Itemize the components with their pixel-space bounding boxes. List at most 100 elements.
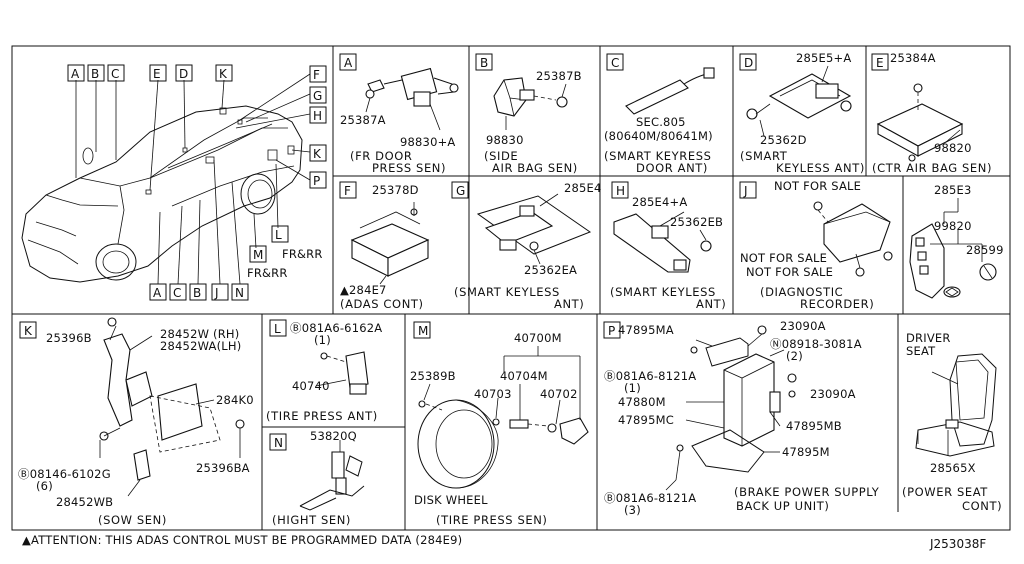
part-28452wb: 28452WB	[56, 495, 113, 509]
callout-n: N	[235, 286, 244, 300]
part-disk-wheel: DISK WHEEL	[414, 493, 488, 507]
part-47895ma: 47895MA	[618, 323, 674, 337]
callout-d: D	[179, 67, 188, 81]
callout-h: H	[313, 109, 322, 123]
panel-m-caption: (TIRE PRESS SEN)	[436, 513, 548, 527]
panel-power-seat-cont: DRIVER SEAT 28565X (POWER SEAT CONT)	[902, 331, 1002, 513]
part-qty-3: (3)	[624, 503, 641, 517]
part-98820: 98820	[934, 141, 972, 155]
part-28452w-rh: 28452W (RH)	[160, 327, 239, 341]
callout-a: A	[71, 67, 80, 81]
part-081a6-6162a: Ⓑ081A6-6162A	[290, 321, 382, 335]
part-99820: 99820	[934, 219, 972, 233]
panel-g-caption-1: (SMART KEYLESS	[454, 285, 560, 299]
part-40702: 40702	[540, 387, 578, 401]
callout-e: E	[153, 67, 161, 81]
panel-letter: L	[274, 322, 281, 336]
part-25378d: 25378D	[372, 183, 419, 197]
panel-e-caption: (CTR AIR BAG SEN)	[872, 161, 992, 175]
panel-seat-caption-1: (POWER SEAT	[902, 485, 988, 499]
panel-c-smart-keyress-door-ant: C SEC.805 (80640M/80641M) (SMART KEYRESS…	[604, 53, 715, 175]
part-25384a: 25384A	[890, 51, 936, 65]
panel-k-caption: (SOW SEN)	[98, 513, 167, 527]
panel-b-caption-2: AIR BAG SEN)	[492, 161, 578, 175]
panel-h-caption-1: (SMART KEYLESS	[610, 285, 716, 299]
part-qty-1b: (1)	[624, 381, 641, 395]
part-23090a-2: 23090A	[810, 387, 856, 401]
panel-j-caption-1: (DIAGNOSTIC	[760, 285, 843, 299]
panel-b-side-air-bag-sen: B 25387B 98830 (SIDE AIR BAG SEN)	[475, 53, 582, 175]
panel-letter: C	[611, 56, 619, 70]
overview-callouts: A B C E D K F G H K P A C B J N M FR&RR …	[67, 64, 327, 301]
part-08918-3081a: Ⓝ08918-3081A	[770, 337, 862, 351]
panel-k-sow-sen: K 25396B 28452W (RH) 28452WA(LH) 284K0 2…	[18, 317, 254, 527]
part-sec-805: SEC.805	[636, 115, 686, 129]
part-081a6-8121a-2: Ⓑ081A6-8121A	[604, 491, 696, 505]
callout-l: L	[275, 228, 282, 242]
part-not-for-sale-2: NOT FOR SALE	[740, 251, 827, 265]
part-qty-2: (2)	[786, 349, 803, 363]
panel-g-smart-keyless-ant: G 285E4 25362EA (SMART KEYLESS ANT)	[451, 181, 601, 311]
part-25362eb: 25362EB	[670, 215, 723, 229]
part-qty-1: (1)	[314, 333, 331, 347]
diagram-frame	[11, 45, 1011, 531]
panel-letter: H	[616, 184, 625, 198]
panel-h-caption-2: ANT)	[696, 297, 726, 311]
part-08146-6102g: Ⓑ08146-6102G	[18, 467, 111, 481]
panel-d-smart-keyless-ant: D 285E5+A 25362D (SMART KEYLESS ANT)	[739, 51, 865, 175]
panel-l-caption: (TIRE PRESS ANT)	[266, 409, 378, 423]
callout-j: J	[214, 286, 219, 300]
panel-letter: P	[608, 324, 615, 338]
panel-seat-caption-2: CONT)	[962, 499, 1002, 513]
part-47895mb: 47895MB	[786, 419, 842, 433]
panel-d-caption-1: (SMART	[740, 149, 788, 163]
panel-f-adas-cont: F 25378D ▲284E7 (ADAS CONT)	[339, 181, 430, 311]
callout-m: M	[253, 248, 263, 262]
part-80640m-80641m: (80640M/80641M)	[604, 129, 713, 143]
part-40700m: 40700M	[514, 331, 562, 345]
part-285e3: 285E3	[934, 183, 972, 197]
callout-p: P	[313, 174, 320, 188]
callout-c: C	[111, 67, 119, 81]
part-284e7: ▲284E7	[340, 283, 387, 297]
panel-letter: G	[456, 184, 465, 198]
panel-f-caption: (ADAS CONT)	[340, 297, 424, 311]
part-23090a-1: 23090A	[780, 319, 826, 333]
fr-rr-label-m: FR&RR	[247, 266, 288, 280]
callout-b2: B	[193, 286, 201, 300]
callout-k: K	[219, 67, 228, 81]
panel-intelligent-key: 285E3 99820 28599	[909, 183, 1003, 299]
panel-m-tire-press-sen: M 40700M 25389B 40704M 40703 40702 DISK …	[410, 321, 589, 527]
panel-g-caption-2: ANT)	[554, 297, 584, 311]
part-284k0: 284K0	[216, 393, 254, 407]
panel-a-caption-1: (FR DOOR	[350, 149, 413, 163]
panel-letter: B	[480, 56, 488, 70]
panel-p-caption-2: BACK UP UNIT)	[736, 499, 830, 513]
part-40704m: 40704M	[500, 369, 548, 383]
part-28565x: 28565X	[930, 461, 976, 475]
part-25387b: 25387B	[536, 69, 582, 83]
panel-letter: F	[344, 184, 351, 198]
part-98830: 98830	[486, 133, 524, 147]
panel-letter: E	[876, 56, 884, 70]
part-40703: 40703	[474, 387, 512, 401]
panel-j-diagnostic-recorder: J NOT FOR SALE NOT FOR SALE NOT FOR SALE…	[739, 179, 893, 311]
panel-h-smart-keyless-ant: H 285E4+A 25362EB (SMART KEYLESS ANT)	[610, 181, 726, 311]
callout-a2: A	[153, 286, 162, 300]
panel-d-caption-2: KEYLESS ANT)	[776, 161, 865, 175]
part-47880m: 47880M	[618, 395, 666, 409]
part-285e4-a: 285E4+A	[632, 195, 687, 209]
panel-p-brake-power-supply: P 47895MA 23090A Ⓝ08918-3081A (2) Ⓑ081A6…	[603, 319, 879, 517]
part-53820q: 53820Q	[310, 429, 357, 443]
callout-g: G	[313, 89, 322, 103]
part-25389b: 25389B	[410, 369, 456, 383]
vehicle-overview	[21, 73, 311, 285]
panel-letter: D	[744, 56, 753, 70]
footer: ▲ATTENTION: THIS ADAS CONTROL MUST BE PR…	[22, 533, 986, 551]
panel-c-caption-1: (SMART KEYRESS	[604, 149, 712, 163]
part-98830-a: 98830+A	[400, 135, 456, 149]
panel-n-hight-sen: N 53820Q (HIGHT SEN)	[269, 429, 365, 527]
seat-header-2: SEAT	[906, 344, 936, 358]
panel-c-caption-2: DOOR ANT)	[636, 161, 708, 175]
